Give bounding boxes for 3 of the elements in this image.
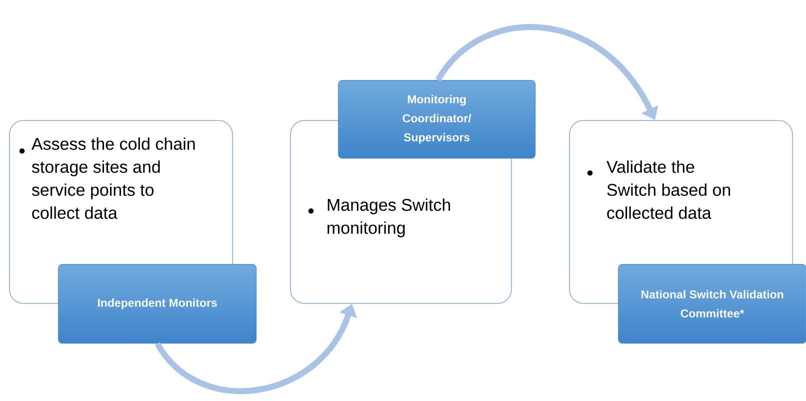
role-box: Monitoring Coordinator/ Supervisors <box>338 80 536 159</box>
role-box: National Switch Validation Committee* <box>618 264 806 344</box>
role-box: Independent Monitors <box>58 264 257 344</box>
